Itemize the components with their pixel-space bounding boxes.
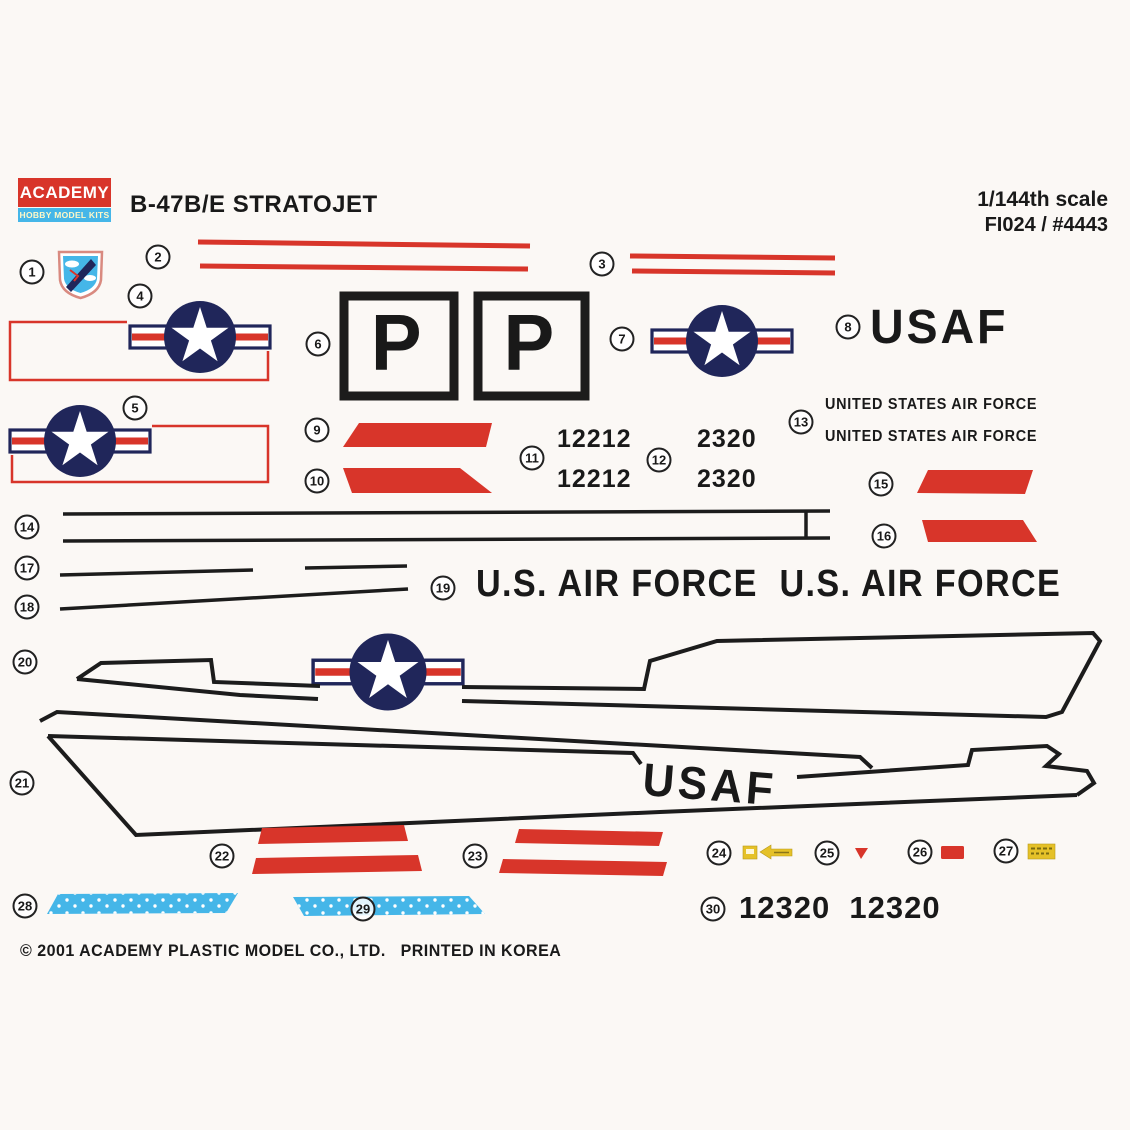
item-marker-22: 22	[209, 843, 235, 869]
item-marker-4: 4	[127, 283, 153, 309]
item-marker-25: 25	[814, 840, 840, 866]
item-marker-11: 11	[519, 445, 545, 471]
wing-outline-21	[39, 709, 1097, 838]
red-rectangle-decal-26	[941, 846, 964, 859]
item-marker-23: 23	[462, 843, 488, 869]
item-marker-17: 17	[14, 555, 40, 581]
scale-note: 1/144th scale	[977, 188, 1108, 211]
serial-12212-top: 12212	[557, 425, 632, 453]
item-marker-13: 13	[788, 409, 814, 435]
trim-lines-17	[59, 564, 408, 577]
red-slant-stripe-15	[917, 470, 1033, 494]
item-marker-12: 12	[646, 447, 672, 473]
copyright-line: © 2001 ACADEMY PLASTIC MODEL CO., LTD. P…	[20, 942, 562, 960]
item-marker-15: 15	[868, 471, 894, 497]
red-slant-stripe-16	[922, 520, 1037, 542]
kit-code: FI024 / #4443	[984, 214, 1108, 237]
item-marker-29: 29	[350, 896, 376, 922]
item-marker-5: 5	[122, 395, 148, 421]
yellow-plate-decal-27	[1027, 843, 1056, 860]
united-states-air-force-text-2: UNITED STATES AIR FORCE	[825, 428, 1038, 445]
serial-2320-top: 2320	[697, 425, 757, 453]
national-insignia-7	[650, 303, 794, 379]
item-marker-30: 30	[700, 896, 726, 922]
item-marker-7: 7	[609, 326, 635, 352]
national-insignia-20	[311, 631, 465, 713]
trim-box-4	[8, 320, 270, 382]
red-wing-stripes-23	[499, 829, 667, 876]
red-slant-stripe-10	[343, 468, 492, 493]
item-marker-8: 8	[835, 314, 861, 340]
usaf-fuselage-text: USAF	[870, 301, 1009, 354]
item-marker-1: 1	[19, 259, 45, 285]
walkway-outline-14	[62, 509, 831, 543]
item-marker-6: 6	[305, 331, 331, 357]
item-marker-21: 21	[9, 770, 35, 796]
item-marker-28: 28	[12, 893, 38, 919]
item-marker-14: 14	[14, 514, 40, 540]
red-wing-stripes-22	[252, 825, 422, 874]
blue-walkway-strip-28	[47, 893, 238, 914]
serial-12320-text: 12320 12320	[739, 890, 941, 925]
usaf-wing-text: USAF	[640, 752, 779, 816]
academy-logo: ACADEMY HOBBY MODEL KITS	[18, 178, 111, 222]
national-insignia-4	[128, 299, 272, 375]
scale-info: 1/144th scale FI024 / #4443	[977, 187, 1108, 238]
united-states-air-force-text-1: UNITED STATES AIR FORCE	[825, 396, 1038, 413]
item-marker-19: 19	[430, 575, 456, 601]
serial-12212-bottom: 12212	[557, 465, 632, 493]
item-marker-16: 16	[871, 523, 897, 549]
trim-box-5	[10, 424, 270, 484]
item-marker-24: 24	[706, 840, 732, 866]
item-marker-3: 3	[589, 251, 615, 277]
p-letter-1: P	[370, 298, 422, 387]
item-marker-26: 26	[907, 839, 933, 865]
red-slant-stripe-9	[343, 423, 492, 447]
item-marker-20: 20	[12, 649, 38, 675]
p-marking-squares	[339, 291, 590, 401]
item-marker-9: 9	[304, 417, 330, 443]
trim-line-18	[59, 587, 409, 611]
red-stripe-pair-3	[629, 253, 836, 276]
serial-2320-bottom: 2320	[697, 465, 757, 493]
us-air-force-text: U.S. AIR FORCE U.S. AIR FORCE	[476, 563, 1062, 605]
yellow-arrow-decal-24	[742, 844, 793, 860]
red-stripe-pair-2	[197, 239, 531, 272]
academy-logo-tagline: HOBBY MODEL KITS	[18, 208, 111, 222]
item-marker-10: 10	[304, 468, 330, 494]
academy-logo-text: ACADEMY	[18, 178, 111, 207]
item-marker-2: 2	[145, 244, 171, 270]
sac-shield-emblem	[57, 250, 104, 300]
red-triangle-decal-25	[855, 848, 868, 859]
kit-title: B-47B/E STRATOJET	[130, 191, 378, 218]
item-marker-27: 27	[993, 838, 1019, 864]
blue-walkway-strip-29	[293, 896, 485, 916]
p-letter-2: P	[503, 298, 555, 387]
wing-outline-20	[75, 630, 1103, 720]
item-marker-18: 18	[14, 594, 40, 620]
